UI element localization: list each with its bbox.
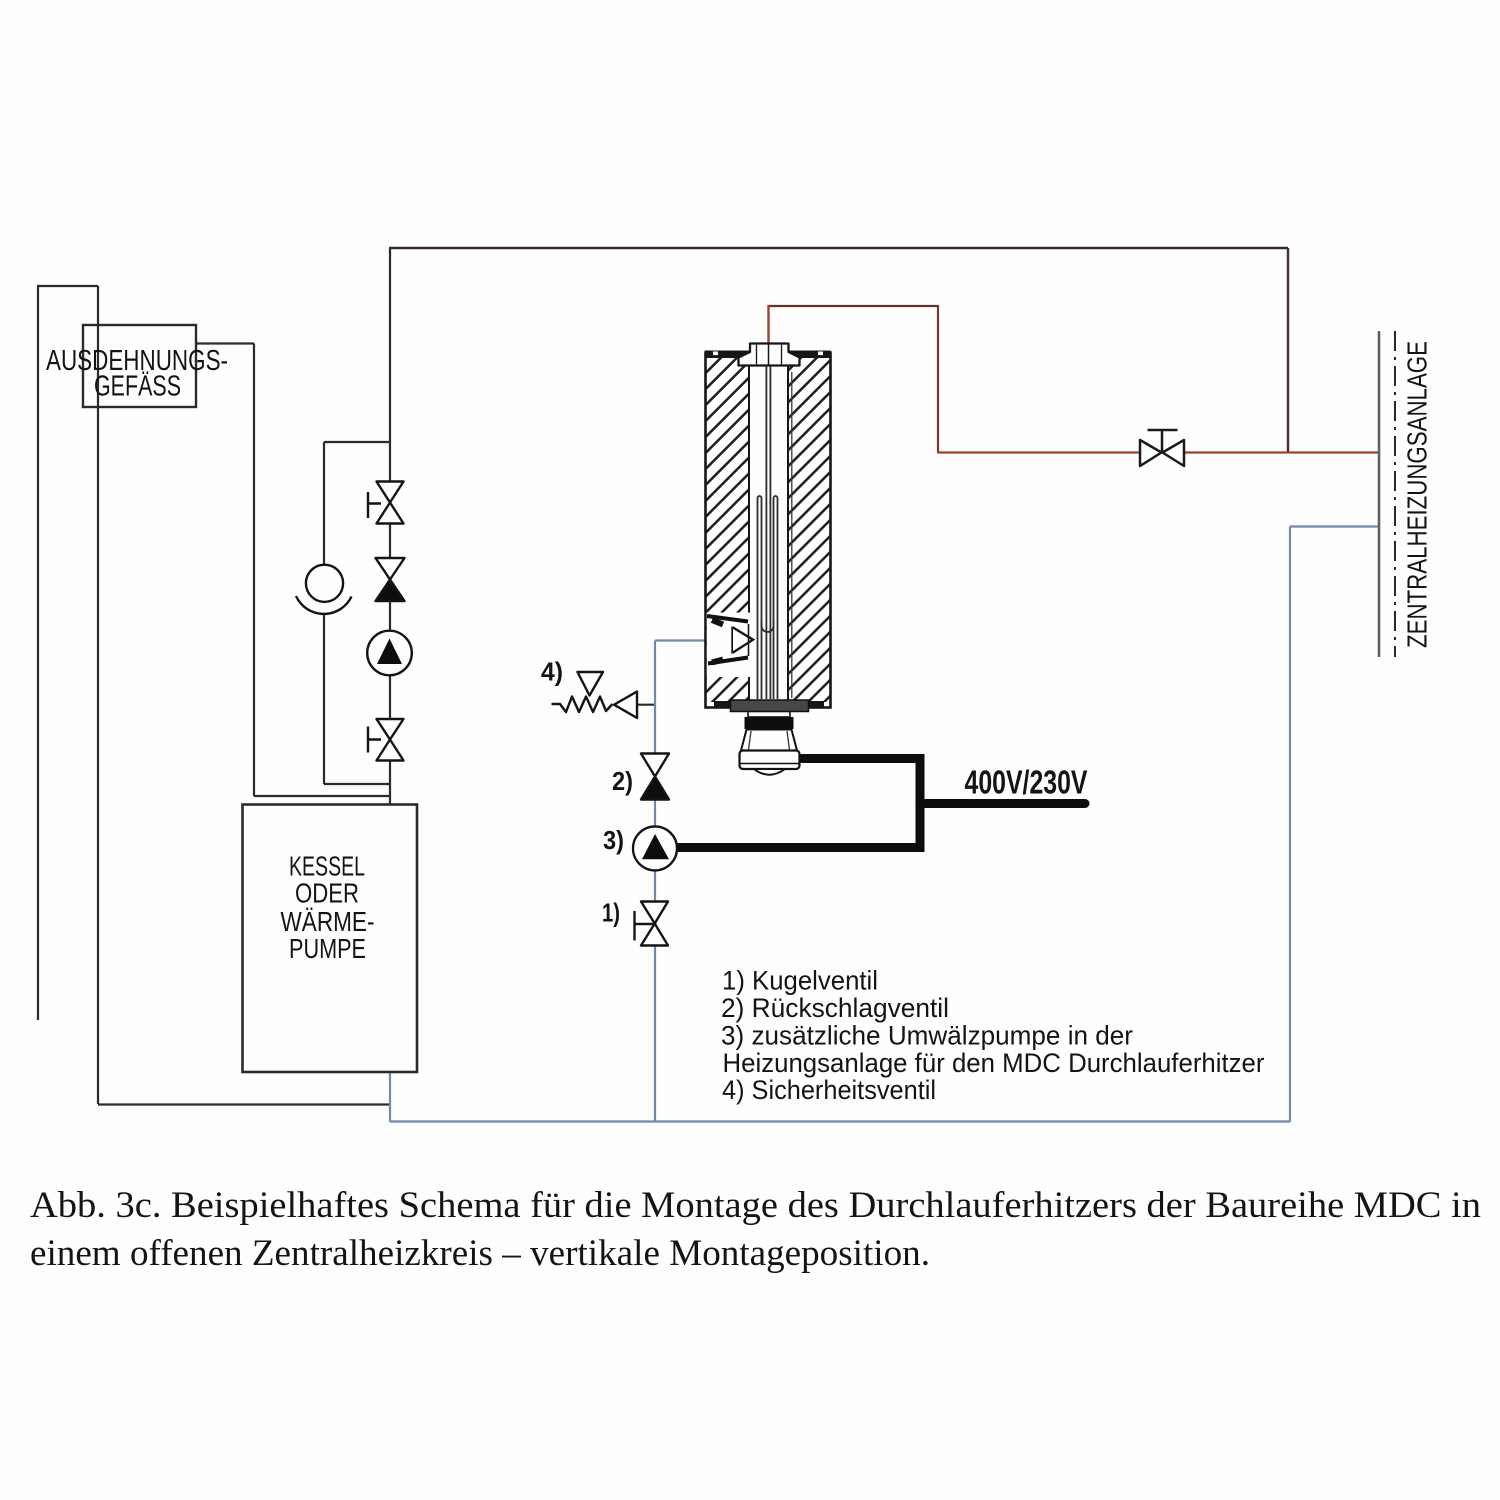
svg-text:4) Sicherheitsventil: 4) Sicherheitsventil [722,1075,936,1105]
svg-text:WÄRME-: WÄRME- [281,906,375,937]
svg-text:400V/230V: 400V/230V [965,764,1088,801]
svg-text:KESSEL: KESSEL [289,851,365,882]
svg-text:einem offenen Zentralheizkreis: einem offenen Zentralheizkreis – vertika… [30,1233,930,1274]
svg-text:1): 1) [602,898,620,928]
svg-text:2) Rückschlagventil: 2) Rückschlagventil [721,993,949,1023]
svg-text:ZENTRALHEIZUNGSANLAGE: ZENTRALHEIZUNGSANLAGE [1402,341,1433,648]
svg-text:Abb. 3c. Beispielhaftes Schema: Abb. 3c. Beispielhaftes Schema für die M… [30,1185,1481,1226]
svg-text:ODER: ODER [295,878,359,909]
svg-text:2): 2) [612,766,633,796]
svg-text:AUSDEHNUNGS-: AUSDEHNUNGS- [46,345,228,377]
svg-text:4): 4) [541,657,563,687]
svg-text:Heizungsanlage für den MDC Dur: Heizungsanlage für den MDC Durchlauferhi… [723,1048,1265,1078]
svg-text:GEFÄSS: GEFÄSS [94,371,181,403]
svg-text:1) Kugelventil: 1) Kugelventil [722,966,878,996]
svg-text:3) zusätzliche Umwälzpumpe in: 3) zusätzliche Umwälzpumpe in der [721,1021,1133,1051]
svg-text:3): 3) [603,825,624,855]
svg-text:PUMPE: PUMPE [289,933,366,964]
